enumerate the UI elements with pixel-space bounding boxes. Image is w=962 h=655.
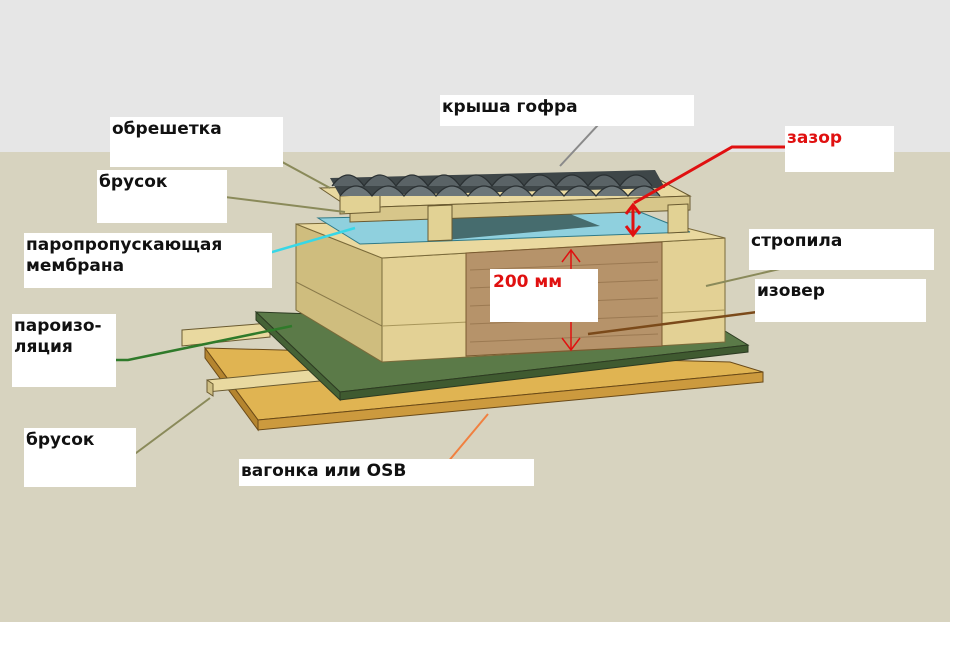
label-vapor-barrier: пароизо- ляция [12, 314, 116, 387]
dimension-arrow-top [561, 248, 581, 263]
label-lathing: обрешетка [110, 117, 283, 167]
corrugated-roof [330, 170, 665, 197]
vapor-barrier-side [255, 310, 341, 402]
leader-gap [633, 145, 787, 205]
label-roof: крыша гофра [440, 95, 694, 126]
label-membrane-line1: паропропускающая [26, 235, 223, 255]
label-membrane-line2: мембрана [26, 256, 125, 276]
dimension-label-text: 200 мм [493, 272, 563, 292]
label-lining: вагонка или OSB [239, 459, 534, 486]
label-gap-text: зазор [787, 128, 843, 148]
label-bar-bottom-text: брусок [26, 430, 95, 450]
label-bar-top-text: брусок [99, 172, 168, 192]
label-lining-text: вагонка или OSB [241, 461, 407, 481]
lathing-right-post [667, 203, 689, 234]
dimension-arrow-bottom [561, 337, 581, 352]
label-isover: изовер [755, 279, 926, 322]
label-isover-text: изовер [757, 281, 825, 301]
lathing-mid-post [427, 204, 453, 242]
label-vapor-line2: ляция [14, 337, 73, 357]
label-membrane: паропропускающая мембрана [24, 233, 272, 288]
label-roof-text: крыша гофра [442, 97, 578, 117]
lathing-left-post [339, 193, 381, 215]
label-vapor-line1: пароизо- [14, 316, 102, 336]
label-rafters: стропила [749, 229, 934, 270]
label-bar-top: брусок [97, 170, 227, 223]
dimension-label: 200 мм [490, 269, 598, 322]
label-bar-bottom: брусок [24, 428, 136, 487]
label-lathing-text: обрешетка [112, 119, 222, 139]
label-rafters-text: стропила [751, 231, 843, 251]
bottom-bar-upper [181, 322, 271, 347]
label-gap: зазор [785, 126, 894, 172]
bottom-bar-lower-end [206, 379, 214, 397]
